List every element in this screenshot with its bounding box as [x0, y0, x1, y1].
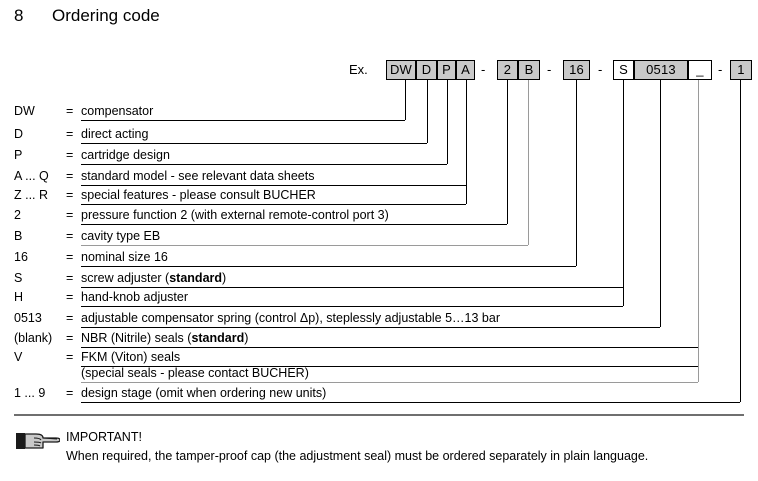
legend-label-dw: DW: [14, 104, 35, 118]
leader-line: [447, 80, 448, 164]
leader-line: [466, 185, 467, 204]
leader-line: [698, 347, 699, 382]
leader-line: [528, 80, 529, 245]
legend-label-code: 0513: [14, 311, 42, 325]
legend-label-s: S: [14, 271, 23, 285]
legend-label-h: H: [14, 290, 24, 304]
legend-label-b: B: [14, 229, 23, 243]
legend-label-stage: 1 ... 9: [14, 386, 46, 400]
legend-underline: [81, 347, 698, 348]
leader-line: [698, 80, 699, 347]
code-box-stage: 1: [730, 60, 752, 80]
legend-equals-s: =: [66, 271, 74, 285]
legend-label-two: 2: [14, 208, 21, 222]
leader-line: [427, 80, 428, 143]
code-box-b: B: [518, 60, 540, 80]
legend-underline: [81, 382, 698, 383]
legend-equals-b: =: [66, 229, 74, 243]
legend-label-d: D: [14, 127, 24, 141]
legend-label-a-q: A ... Q: [14, 169, 49, 183]
legend-desc-s: screw adjuster (standard): [81, 271, 227, 285]
legend-underline: [81, 366, 698, 367]
leader-line: [740, 80, 741, 402]
code-box-a: A: [456, 60, 475, 80]
pointing-hand-icon: [16, 430, 61, 452]
legend-equals-stage: =: [66, 386, 74, 400]
code-box-two: 2: [497, 60, 518, 80]
code-separator-0: -: [481, 62, 486, 77]
leader-line: [507, 80, 508, 224]
legend-desc-d: direct acting: [81, 127, 149, 141]
legend-underline: [81, 306, 623, 307]
code-separator-1: -: [547, 62, 552, 77]
code-separator-2: -: [598, 62, 603, 77]
legend-label-z-r: Z ... R: [14, 188, 49, 202]
code-box-dw: DW: [386, 60, 416, 80]
page-title: Ordering code: [52, 6, 160, 25]
legend-desc-dw: compensator: [81, 104, 154, 118]
legend-equals-d: =: [66, 127, 74, 141]
legend-underline: [81, 266, 576, 267]
legend-label-size: 16: [14, 250, 28, 264]
legend-desc-v2: (special seals - please contact BUCHER): [81, 366, 309, 380]
legend-equals-h: =: [66, 290, 74, 304]
legend-desc-stage: design stage (omit when ordering new uni…: [81, 386, 327, 400]
leader-line: [576, 80, 577, 266]
legend-underline: [81, 224, 507, 225]
leader-line: [623, 80, 624, 287]
legend-desc-z-r: special features - please consult BUCHER: [81, 188, 316, 202]
code-box-p: P: [437, 60, 456, 80]
legend-equals-blank: =: [66, 331, 74, 345]
example-label: Ex.: [349, 62, 368, 77]
legend-equals-v: =: [66, 350, 74, 364]
code-separator-3: -: [718, 62, 723, 77]
legend-desc-b: cavity type EB: [81, 229, 161, 243]
legend-underline: [81, 120, 405, 121]
legend-desc-two: pressure function 2 (with external remot…: [81, 208, 389, 222]
legend-desc-code: adjustable compensator spring (control Δ…: [81, 311, 500, 325]
legend-desc-p: cartridge design: [81, 148, 170, 162]
legend-equals-z-r: =: [66, 188, 74, 202]
legend-label-blank: (blank): [14, 331, 53, 345]
legend-label-v: V: [14, 350, 23, 364]
legend-desc-v: FKM (Viton) seals: [81, 350, 181, 364]
legend-underline: [81, 245, 528, 246]
legend-equals-two: =: [66, 208, 74, 222]
code-box-s: S: [613, 60, 634, 80]
legend-underline: [81, 204, 466, 205]
legend-underline: [81, 164, 447, 165]
legend-desc-size: nominal size 16: [81, 250, 168, 264]
legend-underline: [81, 402, 740, 403]
leader-line: [466, 80, 467, 185]
code-box-size: 16: [563, 60, 590, 80]
code-box-code: 0513: [634, 60, 688, 80]
section-divider: [14, 414, 744, 416]
legend-desc-h: hand-knob adjuster: [81, 290, 189, 304]
note-title: IMPORTANT!: [66, 430, 142, 444]
legend-equals-size: =: [66, 250, 74, 264]
legend-underline: [81, 327, 660, 328]
legend-equals-p: =: [66, 148, 74, 162]
legend-equals-code: =: [66, 311, 74, 325]
legend-underline: [81, 185, 466, 186]
leader-line: [623, 287, 624, 306]
legend-equals-a-q: =: [66, 169, 74, 183]
leader-line: [660, 80, 661, 327]
legend-equals-dw: =: [66, 104, 74, 118]
legend-desc-a-q: standard model - see relevant data sheet…: [81, 169, 315, 183]
code-box-d: D: [416, 60, 437, 80]
legend-desc-blank: NBR (Nitrile) seals (standard): [81, 331, 249, 345]
section-number: 8: [14, 6, 24, 25]
code-box-seal: _: [688, 60, 712, 80]
legend-label-p: P: [14, 148, 23, 162]
legend-underline: [81, 287, 623, 288]
note-body: When required, the tamper-proof cap (the…: [66, 449, 649, 463]
legend-underline: [81, 143, 427, 144]
leader-line: [405, 80, 406, 120]
